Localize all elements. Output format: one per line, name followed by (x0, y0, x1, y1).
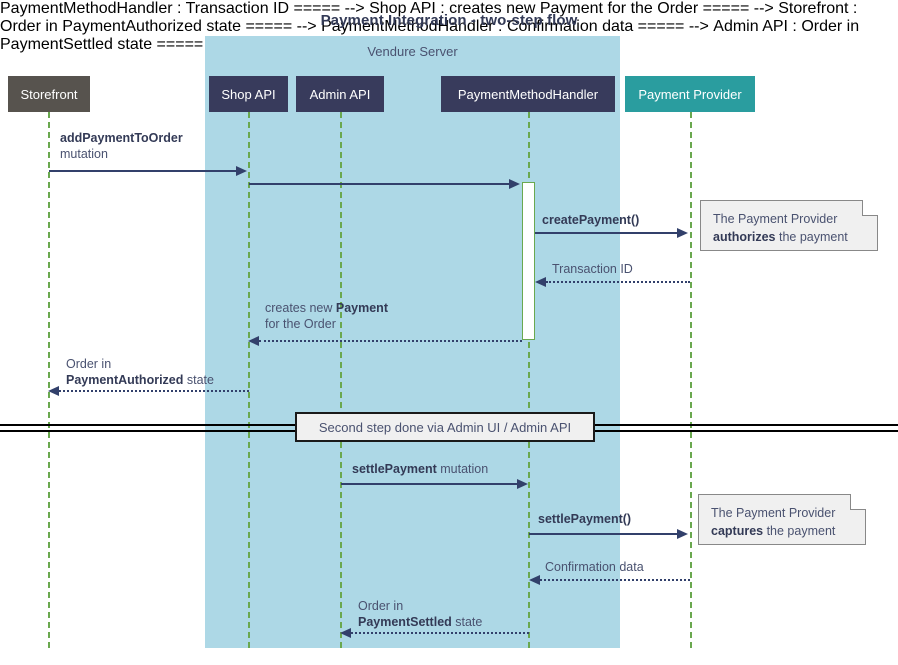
message-label-line2: for the Order (265, 317, 336, 331)
message-label-rest: state (451, 615, 483, 629)
message-label-create-payment: createPayment() (542, 212, 639, 228)
note-rest: the payment (763, 524, 836, 538)
message-label-bold: createPayment() (542, 213, 640, 227)
message-label-confirmation-data: Confirmation data (545, 559, 644, 575)
lifeline-payment-provider (690, 112, 692, 648)
participant-payment-provider[interactable]: Payment Provider (625, 76, 755, 112)
participant-shop-api[interactable]: Shop API (209, 76, 288, 112)
participant-storefront[interactable]: Storefront (8, 76, 90, 112)
message-arrow-create-payment (535, 232, 679, 234)
arrowhead-right (677, 228, 688, 238)
message-label-text: Confirmation data (545, 560, 644, 574)
message-label-transaction-id: Transaction ID (552, 261, 633, 277)
divider-label-text: Second step done via Admin UI / Admin AP… (318, 419, 572, 435)
message-label-settle-payment-mutation: settlePayment mutation (352, 461, 488, 477)
participant-label: Storefront (20, 86, 78, 102)
arrowhead-left (340, 628, 351, 638)
participant-label: PaymentMethodHandler (457, 86, 599, 102)
message-label-line2: mutation (60, 147, 108, 161)
arrowhead-right (509, 179, 520, 189)
message-label-order-payment-settled: Order in PaymentSettled state (358, 598, 482, 630)
arrowhead-left (48, 386, 59, 396)
note-provider-authorizes: The Payment Provider authorizes the paym… (700, 200, 878, 251)
message-label-bold: Payment (335, 301, 388, 315)
page-title: Payment Integration - two-step flow (320, 12, 578, 29)
arrowhead-right (236, 166, 247, 176)
note-fold-corner-icon (862, 200, 878, 216)
arrowhead-right (677, 529, 688, 539)
message-label-rest: state (183, 373, 214, 387)
group-box-vendure-server: Vendure Server (205, 36, 620, 648)
message-label-order-payment-authorized: Order in PaymentAuthorized state (66, 356, 214, 388)
participant-label: Admin API (309, 86, 371, 102)
participant-label: Shop API (221, 86, 276, 102)
message-label-line1: Order in (66, 357, 112, 371)
message-label-bold: PaymentAuthorized (66, 373, 184, 387)
message-arrow-shop-api-to-handler (249, 183, 511, 185)
message-label-line1: Order in (358, 599, 404, 613)
activation-bar-paymentmethodhandler (522, 182, 535, 340)
message-label-text: Transaction ID (552, 262, 633, 276)
arrowhead-left (248, 336, 259, 346)
arrowhead-right (517, 479, 528, 489)
message-arrow-transaction-id (546, 281, 690, 283)
note-line-1: The Payment Provider (711, 506, 836, 520)
message-arrow-settle-payment-mutation (341, 483, 519, 485)
message-label-rest: mutation (436, 462, 489, 476)
message-arrow-confirmation-data (540, 579, 690, 581)
message-arrow-add-payment-to-order (49, 170, 239, 172)
message-label-add-payment-to-order: addPaymentToOrder mutation (60, 130, 183, 162)
lifeline-shop-api (248, 112, 250, 648)
lifeline-paymentmethodhandler (528, 112, 530, 648)
note-bold: authorizes (713, 230, 776, 244)
message-arrow-order-payment-authorized (59, 390, 249, 392)
message-label-bold: addPaymentToOrder (60, 131, 183, 145)
note-line-1: The Payment Provider (713, 212, 838, 226)
message-label-bold: PaymentSettled (358, 615, 452, 629)
message-label-pre: creates new (265, 301, 336, 315)
message-arrow-creates-new-payment (259, 340, 522, 342)
participant-admin-api[interactable]: Admin API (296, 76, 384, 112)
participant-label: Payment Provider (638, 86, 742, 102)
message-arrow-order-payment-settled (351, 632, 529, 634)
message-label-bold: settlePayment (352, 462, 437, 476)
lifeline-admin-api (340, 112, 342, 648)
divider-label-second-step: Second step done via Admin UI / Admin AP… (295, 412, 595, 442)
message-label-settle-payment-call: settlePayment() (538, 511, 631, 527)
note-bold: captures (711, 524, 764, 538)
participant-paymentmethodhandler[interactable]: PaymentMethodHandler (441, 76, 615, 112)
group-box-label: Vendure Server (367, 44, 458, 59)
message-label-creates-new-payment: creates new Payment for the Order (265, 300, 388, 332)
message-label-bold: settlePayment() (538, 512, 632, 526)
note-fold-corner-icon (850, 494, 866, 510)
note-provider-captures: The Payment Provider captures the paymen… (698, 494, 866, 545)
message-arrow-settle-payment-call (529, 533, 679, 535)
arrowhead-left (535, 277, 546, 287)
note-rest: the payment (775, 230, 848, 244)
arrowhead-left (529, 575, 540, 585)
lifeline-storefront (48, 112, 50, 648)
